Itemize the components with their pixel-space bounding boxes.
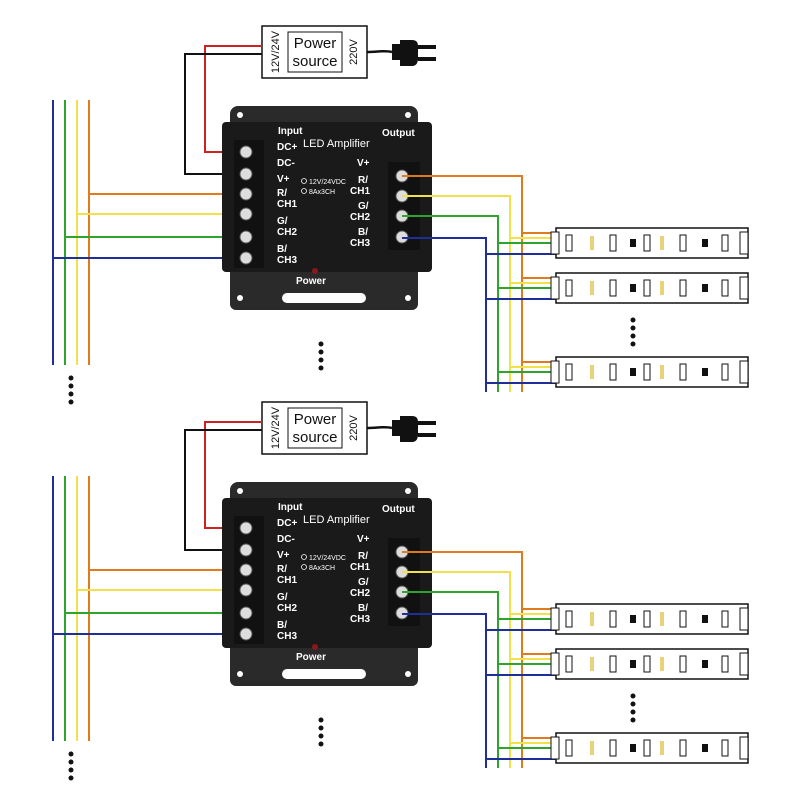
mount-slot: [282, 669, 366, 679]
continuation-dots-icon: [318, 717, 324, 747]
continuation-dots-icon: [630, 693, 636, 723]
amp-in-terminal: G/: [277, 216, 288, 227]
amp-out-terminal: R/: [358, 551, 368, 562]
amp-out-terminal: G/: [358, 201, 369, 212]
amp-in-terminal: CH2: [277, 227, 297, 238]
amp-in-terminal: G/: [277, 592, 288, 603]
power-source-dc-voltage: 12V/24V: [270, 30, 282, 73]
amp-in-terminal: R/: [277, 188, 287, 199]
power-source: Power source 12V/24V 220V: [261, 25, 368, 79]
power-source: Power source 12V/24V 220V: [261, 401, 368, 455]
amp-in-terminal: DC-: [277, 158, 295, 169]
output-wires: [402, 551, 556, 768]
power-source-ac-voltage: 220V: [348, 38, 360, 64]
amp-in-terminal: CH1: [277, 199, 297, 210]
amp-rating-voltage: 12V/24VDC: [309, 179, 346, 186]
power-source-label-line2: source: [292, 53, 337, 70]
amp-power-label: Power: [296, 652, 326, 663]
amp-out-terminal: CH1: [350, 562, 370, 573]
input-signal-bus: [52, 476, 248, 741]
amp-out-terminal: CH2: [350, 212, 370, 223]
amp-power-label: Power: [296, 276, 326, 287]
continuation-dots-icon: [630, 317, 636, 347]
amp-out-terminal: CH2: [350, 588, 370, 599]
continuation-dots-icon: [68, 375, 74, 405]
amp-out-terminal: B/: [358, 227, 368, 238]
amp-in-terminal: B/: [277, 620, 287, 631]
amp-in-terminal: DC+: [277, 518, 297, 529]
amp-out-terminal: G/: [358, 577, 369, 588]
mains-plug-icon: [366, 40, 436, 66]
amp-in-terminal: B/: [277, 244, 287, 255]
led-strip: [550, 648, 749, 680]
dc-symbol-icon: [301, 178, 307, 184]
dc-symbol-icon: [301, 554, 307, 560]
amp-out-terminal: V+: [357, 158, 370, 169]
led-amplifier: Input Output LED Amplifier DC+ DC- V+ R/…: [222, 482, 432, 686]
amp-in-terminal: CH1: [277, 575, 297, 586]
amplifier-unit-1: Power source 12V/24V 220V: [52, 25, 749, 405]
mount-hole-icon: [237, 295, 243, 301]
power-source-label-line1: Power: [294, 411, 337, 428]
mount-hole-icon: [405, 112, 411, 118]
amp-out-terminal: V+: [357, 534, 370, 545]
led-strip: [550, 356, 749, 388]
mount-hole-icon: [405, 671, 411, 677]
input-terminal-block: [234, 516, 264, 644]
mount-hole-icon: [405, 295, 411, 301]
led-strip: [550, 227, 749, 259]
power-led-icon: [312, 644, 318, 650]
amp-in-terminal: V+: [277, 550, 290, 561]
amp-title: LED Amplifier: [303, 138, 370, 150]
amplifier-unit-2: Power source 12V/24V 220V: [52, 401, 749, 781]
power-led-icon: [312, 268, 318, 274]
amp-in-terminal: DC+: [277, 142, 297, 153]
amp-input-label: Input: [278, 502, 303, 513]
mount-hole-icon: [237, 112, 243, 118]
current-symbol-icon: [301, 188, 307, 194]
mains-plug-icon: [366, 416, 436, 442]
current-symbol-icon: [301, 564, 307, 570]
amp-input-label: Input: [278, 126, 303, 137]
mount-slot: [282, 293, 366, 303]
power-source-label-line1: Power: [294, 35, 337, 52]
amp-title: LED Amplifier: [303, 514, 370, 526]
input-terminal-block: [234, 140, 264, 268]
output-wires: [402, 175, 556, 392]
power-source-label-line2: source: [292, 429, 337, 446]
continuation-dots-icon: [318, 341, 324, 371]
led-strip: [550, 272, 749, 304]
amp-out-terminal: CH3: [350, 238, 370, 249]
amp-in-terminal: CH2: [277, 603, 297, 614]
power-source-dc-voltage: 12V/24V: [270, 406, 282, 449]
amp-in-terminal: DC-: [277, 534, 295, 545]
led-strip: [550, 732, 749, 764]
led-strip: [550, 603, 749, 635]
mount-hole-icon: [237, 671, 243, 677]
input-signal-bus: [52, 100, 248, 365]
amp-in-terminal: CH3: [277, 255, 297, 266]
power-source-ac-voltage: 220V: [348, 414, 360, 440]
mount-hole-icon: [405, 488, 411, 494]
amp-out-terminal: CH3: [350, 614, 370, 625]
amp-out-terminal: CH1: [350, 186, 370, 197]
continuation-dots-icon: [68, 751, 74, 781]
amp-out-terminal: R/: [358, 175, 368, 186]
amp-rating-voltage: 12V/24VDC: [309, 555, 346, 562]
amp-in-terminal: R/: [277, 564, 287, 575]
led-amplifier: Input Output LED Amplifier DC+ DC- V+ R/…: [222, 106, 432, 310]
amp-output-label: Output: [382, 504, 415, 515]
amp-output-label: Output: [382, 128, 415, 139]
amp-rating-current: 8Ax3CH: [309, 565, 335, 572]
mount-hole-icon: [237, 488, 243, 494]
amp-in-terminal: CH3: [277, 631, 297, 642]
amp-in-terminal: V+: [277, 174, 290, 185]
amp-rating-current: 8Ax3CH: [309, 189, 335, 196]
amp-out-terminal: B/: [358, 603, 368, 614]
